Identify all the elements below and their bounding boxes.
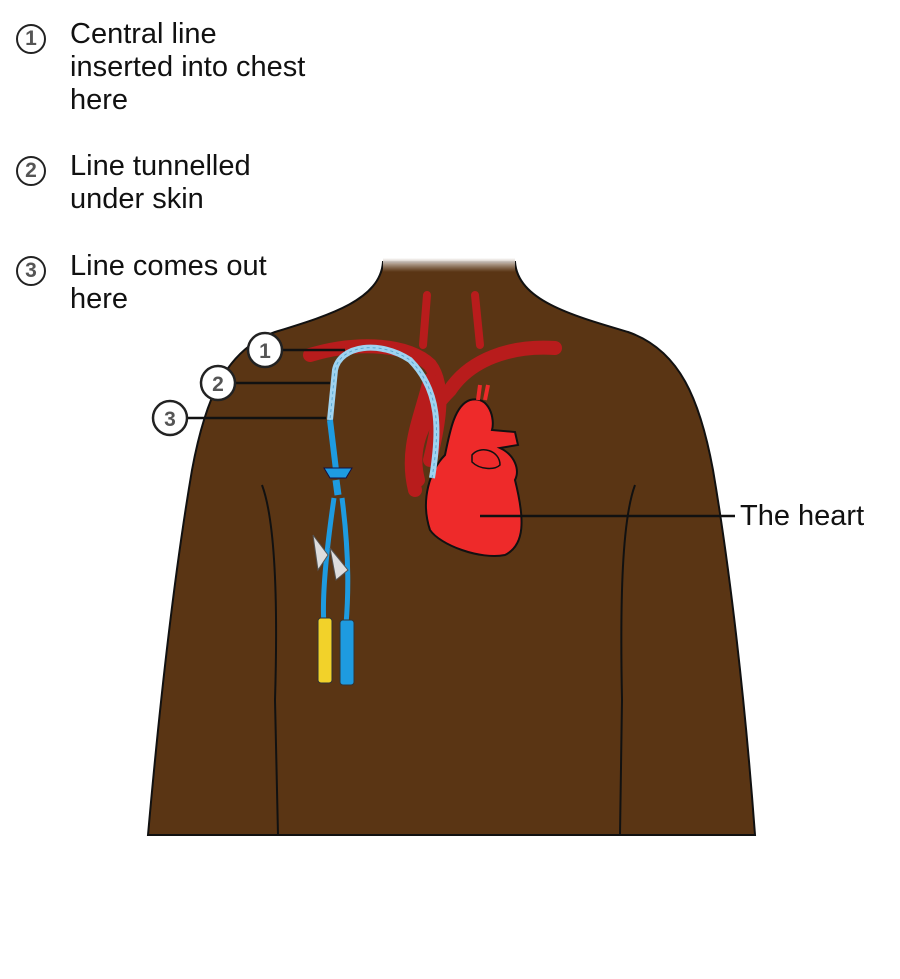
blue-connector xyxy=(339,619,355,686)
heart-label: The heart xyxy=(740,500,865,532)
callout-1: 1 xyxy=(246,331,284,369)
legend-item-3: 3 Line comes out here xyxy=(16,250,270,316)
callout-lines xyxy=(170,348,735,518)
legend-text: Line tunnelled under skin xyxy=(70,150,251,215)
svg-text:3: 3 xyxy=(164,408,176,431)
yellow-connector xyxy=(317,617,333,684)
svg-text:1: 1 xyxy=(259,340,271,363)
number-badge: 3 xyxy=(16,256,46,286)
svg-text:2: 2 xyxy=(212,373,224,396)
clamps xyxy=(312,534,349,581)
callout-3: 3 xyxy=(151,399,189,437)
torso xyxy=(146,258,757,836)
left-arm-line xyxy=(261,484,279,836)
legend-item-2: 2 Line tunnelled under skin xyxy=(16,150,300,216)
legend-text: Line comes out here xyxy=(70,250,267,315)
number-badge: 2 xyxy=(16,156,46,186)
catheter xyxy=(312,344,440,686)
legend-item-1: 1 Central line inserted into chest here xyxy=(16,18,310,117)
number-badge: 1 xyxy=(16,24,46,54)
legend-text: Central line inserted into chest here xyxy=(70,18,306,116)
callout-2: 2 xyxy=(199,364,237,402)
right-arm-line xyxy=(619,484,636,836)
